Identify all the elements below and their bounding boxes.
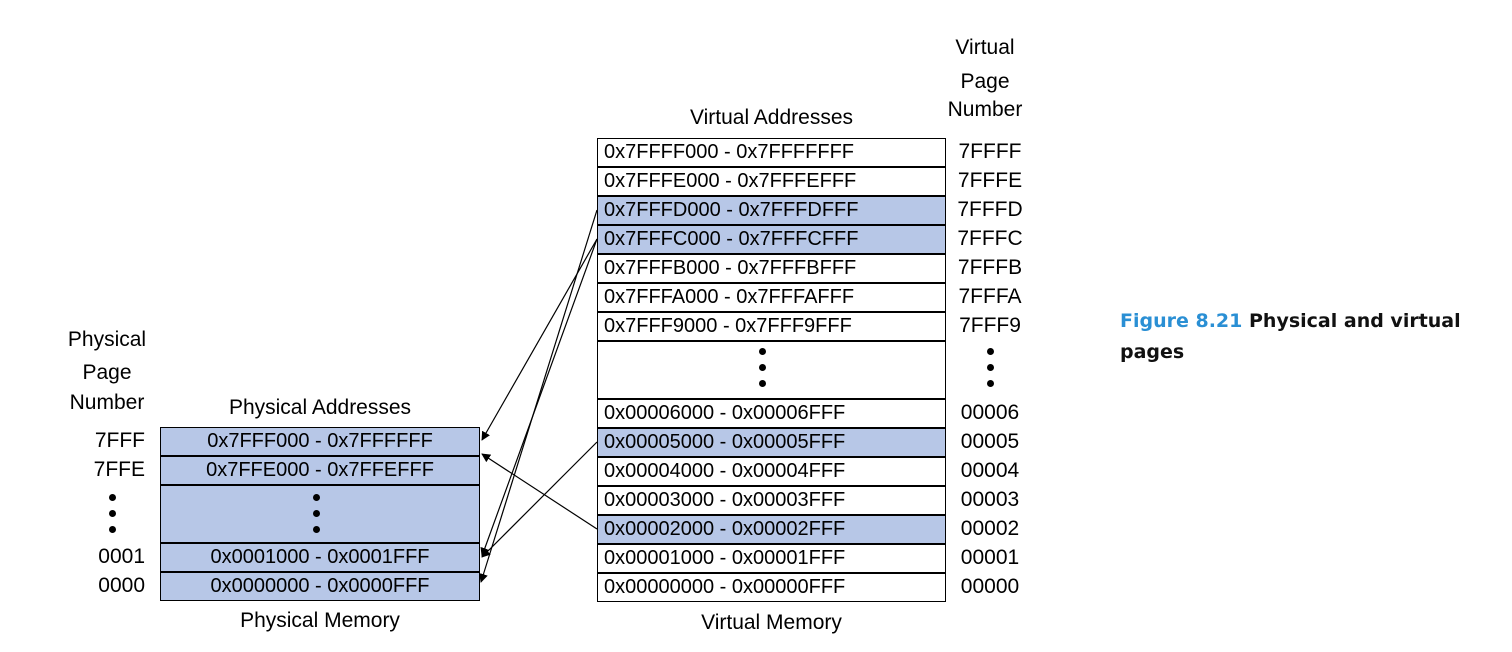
physical-memory-label: Physical Memory <box>240 609 400 632</box>
vpn-header-line-2: Page <box>960 70 1010 93</box>
virtual-page-row: 0x7FFFB000 - 0x7FFFBFFF <box>597 254 946 283</box>
vpn-label: 7FFFA <box>958 285 1022 308</box>
physical-page-row: 0x7FFE000 - 0x7FFEFFF <box>160 456 480 485</box>
vpn-label: 00003 <box>960 488 1020 511</box>
ellipsis-dot <box>759 380 766 387</box>
vpn-label: 00006 <box>960 401 1020 424</box>
virtual-page-row: 0x00004000 - 0x00004FFF <box>597 457 946 486</box>
virtual-page-row: 0x7FFF9000 - 0x7FFF9FFF <box>597 312 946 341</box>
physical-page-row: 0x0000000 - 0x0000FFF <box>160 572 480 601</box>
ppn-label: 7FFF <box>94 429 145 452</box>
figure-caption: Figure 8.21 Physical and virtual pages <box>1120 306 1510 368</box>
ppn-label: 0000 <box>98 574 145 597</box>
ppn-ellipsis-dot <box>109 494 116 501</box>
ppn-label: 0001 <box>98 545 145 568</box>
vpn-header-line-1: Virtual <box>955 36 1015 59</box>
vpn-header-line-3: Number <box>947 98 1023 121</box>
physical-page-row: 0x7FFF000 - 0x7FFFFFF <box>160 427 480 456</box>
virtual-page-row: 0x00001000 - 0x00001FFF <box>597 544 946 573</box>
vpn-ellipsis-dot <box>987 380 994 387</box>
mapping-arrow-7fffc-to-0001 <box>480 238 598 557</box>
physical-ellipsis-block <box>160 485 480 543</box>
mapping-arrow-7fffc-to-7fff <box>481 238 598 441</box>
virtual-page-row: 0x7FFFF000 - 0x7FFFFFFF <box>597 138 946 167</box>
vpn-ellipsis-dot <box>987 348 994 355</box>
vpn-label: 7FFFE <box>957 169 1023 192</box>
ppn-header-line-1: Physical <box>67 328 147 351</box>
ellipsis-dot <box>313 510 320 517</box>
virtual-memory-label: Virtual Memory <box>701 611 842 634</box>
vpn-label: 7FFFF <box>958 140 1022 163</box>
vpn-label: 00002 <box>960 517 1020 540</box>
ellipsis-dot <box>759 348 766 355</box>
figure-number: Figure 8.21 <box>1120 310 1243 332</box>
figure-caption-text: Physical and virtual pages <box>1120 310 1461 363</box>
virtual-page-row-mapped: 0x7FFFD000 - 0x7FFFDFFF <box>597 196 946 225</box>
vpn-label: 7FFFB <box>957 256 1023 279</box>
vpn-label: 00001 <box>960 546 1020 569</box>
virtual-page-row: 0x7FFFA000 - 0x7FFFAFFF <box>597 283 946 312</box>
mapping-arrow-7fffd-to-0000 <box>479 209 598 583</box>
ellipsis-dot <box>759 364 766 371</box>
ellipsis-dot <box>313 526 320 533</box>
virtual-page-row-mapped: 0x7FFFC000 - 0x7FFFCFFF <box>597 225 946 254</box>
virtual-page-row: 0x7FFFE000 - 0x7FFFEFFF <box>597 167 946 196</box>
ppn-label: 7FFE <box>93 458 145 481</box>
mapping-arrow-00005-to-0001 <box>481 441 598 558</box>
vpn-label: 7FFFC <box>957 227 1023 250</box>
virtual-ellipsis-block <box>597 341 946 399</box>
vpn-label: 00004 <box>960 459 1020 482</box>
virtual-page-row: 0x00000000 - 0x00000FFF <box>597 573 946 602</box>
ppn-header-line-3: Number <box>69 391 145 414</box>
physical-addresses-title: Physical Addresses <box>228 396 412 419</box>
vpn-label: 00000 <box>960 575 1020 598</box>
vpn-label: 7FFFD <box>957 198 1023 221</box>
ppn-ellipsis-dot <box>109 510 116 517</box>
vpn-ellipsis-dot <box>987 364 994 371</box>
ellipsis-dot <box>313 494 320 501</box>
virtual-page-row: 0x00006000 - 0x00006FFF <box>597 399 946 428</box>
vpn-label: 00005 <box>960 430 1020 453</box>
vpn-label: 7FFF9 <box>959 314 1021 337</box>
ppn-ellipsis-dot <box>109 526 116 533</box>
virtual-page-row: 0x00003000 - 0x00003FFF <box>597 486 946 515</box>
virtual-addresses-title: Virtual Addresses <box>689 106 854 129</box>
mapping-arrow-00002-to-7ffe <box>481 453 598 530</box>
virtual-page-row-mapped: 0x00005000 - 0x00005FFF <box>597 428 946 457</box>
ppn-header-line-2: Page <box>82 361 132 384</box>
physical-page-row: 0x0001000 - 0x0001FFF <box>160 543 480 572</box>
virtual-page-row-mapped: 0x00002000 - 0x00002FFF <box>597 515 946 544</box>
